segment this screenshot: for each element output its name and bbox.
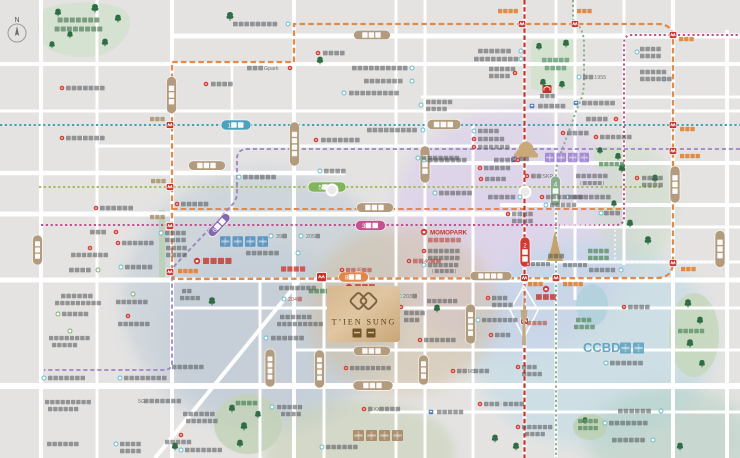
- svg-text:MOMOPARK: MOMOPARK: [430, 230, 468, 237]
- svg-text:): ): [455, 269, 457, 275]
- svg-text:CCBD: CCBD: [583, 340, 621, 355]
- svg-text:5: 5: [318, 184, 322, 191]
- svg-text:4: 4: [554, 181, 558, 188]
- svg-text:203: 203: [403, 294, 412, 300]
- svg-text:1955: 1955: [594, 75, 606, 81]
- svg-text:N: N: [14, 17, 19, 24]
- svg-text:46: 46: [356, 268, 362, 274]
- svg-text:SKP: SKP: [542, 174, 553, 180]
- svg-text:M5: M5: [468, 369, 475, 375]
- svg-text:(: (: [580, 181, 582, 187]
- svg-text:(: (: [432, 269, 434, 275]
- svg-text:1: 1: [227, 122, 231, 129]
- svg-text:6: 6: [211, 227, 219, 235]
- svg-text:46: 46: [424, 259, 430, 265]
- svg-text:XX: XX: [373, 407, 380, 413]
- svg-text:T’IEN SUNG: T’IEN SUNG: [332, 318, 397, 327]
- svg-text:8: 8: [345, 274, 349, 281]
- svg-text:·: ·: [500, 402, 502, 408]
- svg-text:204: 204: [288, 297, 297, 303]
- svg-text:): ): [603, 181, 605, 187]
- svg-text:39: 39: [276, 234, 282, 240]
- svg-text:Gpark: Gpark: [264, 66, 279, 72]
- svg-text:3: 3: [362, 223, 366, 230]
- svg-text:205: 205: [306, 234, 315, 240]
- svg-text:2: 2: [523, 242, 527, 249]
- svg-text:5G: 5G: [138, 399, 145, 405]
